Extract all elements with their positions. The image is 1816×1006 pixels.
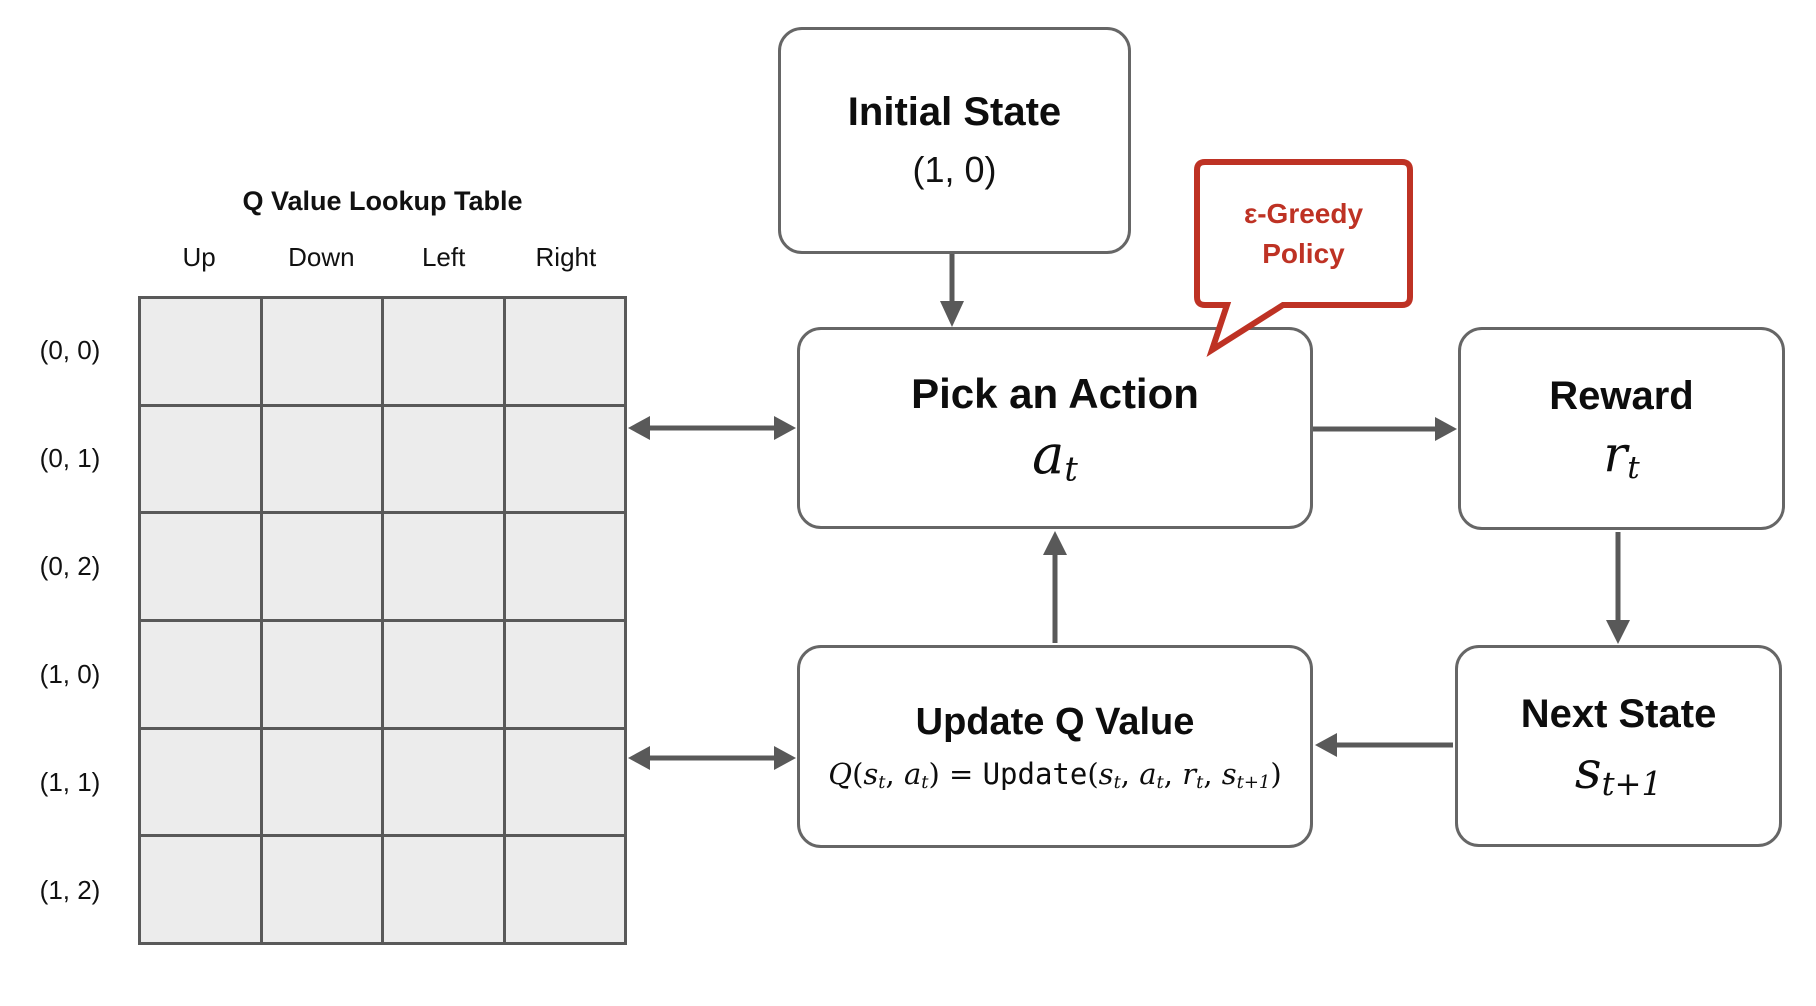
q-cell-0-0 xyxy=(141,299,260,404)
q-cell-5-1 xyxy=(262,837,381,942)
initial-state-value: (1, 0) xyxy=(912,149,997,190)
q-cell-0-1 xyxy=(262,299,381,404)
q-cell-3-2 xyxy=(384,621,503,727)
q-cell-1-2 xyxy=(384,406,503,512)
q-cell-2-3 xyxy=(505,514,624,619)
initial-state-node: Initial State (1, 0) xyxy=(778,27,1131,254)
q-cell-4-1 xyxy=(262,729,381,835)
q-cell-1-3 xyxy=(505,406,624,512)
callout-line1: ε-Greedy xyxy=(1243,197,1364,229)
q-table-grid xyxy=(138,296,627,945)
arrow-table-pick-bidirectional xyxy=(628,416,796,440)
q-table-row-label: (1, 0) xyxy=(39,659,101,690)
q-cell-3-0 xyxy=(141,621,260,727)
q-cell-2-0 xyxy=(141,514,260,619)
next-state-title: Next State xyxy=(1520,691,1717,736)
arrow-initial-to-pick xyxy=(940,254,964,327)
callout-line2: Policy xyxy=(1262,237,1345,269)
pick-action-node: Pick an Action at xyxy=(797,327,1313,529)
q-cell-4-3 xyxy=(505,729,624,835)
q-table-row-label: (1, 1) xyxy=(39,767,101,798)
arrow-next-state-to-update xyxy=(1315,733,1453,757)
q-cell-3-1 xyxy=(262,621,381,727)
reward-title: Reward xyxy=(1549,373,1694,418)
arrow-reward-to-next-state xyxy=(1606,532,1630,644)
q-cell-1-1 xyxy=(262,406,381,512)
q-cell-5-0 xyxy=(141,837,260,942)
reward-symbol: rt xyxy=(1603,424,1640,486)
initial-state-title: Initial State xyxy=(847,90,1062,134)
arrow-update-to-pick xyxy=(1043,531,1067,643)
pick-action-symbol: at xyxy=(1032,423,1078,489)
next-state-node: Next State st+1 xyxy=(1455,645,1782,847)
speech-bubble-icon xyxy=(1194,159,1413,358)
q-cell-2-1 xyxy=(262,514,381,619)
q-table-column-header: Left xyxy=(421,242,466,272)
arrow-pick-to-reward xyxy=(1313,417,1457,441)
q-cell-1-0 xyxy=(141,406,260,512)
q-cell-4-2 xyxy=(384,729,503,835)
q-cell-0-3 xyxy=(505,299,624,404)
q-table-row-label: (0, 0) xyxy=(39,334,101,365)
q-table-column-headers: Up Down Left Right xyxy=(138,242,627,278)
next-state-symbol: st+1 xyxy=(1574,740,1663,803)
arrow-table-update-bidirectional xyxy=(628,746,796,770)
q-table-column-header: Up xyxy=(182,242,216,272)
q-table-column-header: Right xyxy=(535,242,597,272)
q-cell-5-3 xyxy=(505,837,624,942)
update-q-title: Update Q Value xyxy=(915,701,1195,744)
q-table-row-label: (0, 2) xyxy=(39,550,101,581)
q-cell-3-3 xyxy=(505,621,624,727)
q-cell-2-2 xyxy=(384,514,503,619)
reward-node: Reward rt xyxy=(1458,327,1785,530)
q-table-row-labels: (0, 0) (0, 1) (0, 2) (1, 0) (1, 1) (1, 2) xyxy=(14,296,126,945)
q-table-row-label: (0, 1) xyxy=(39,442,101,473)
q-cell-0-2 xyxy=(384,299,503,404)
q-cell-4-0 xyxy=(141,729,260,835)
q-cell-5-2 xyxy=(384,837,503,942)
q-table-column-header: Down xyxy=(288,242,355,272)
update-q-node: Update Q Value Q(st, at) = Update(st, at… xyxy=(797,645,1313,848)
q-table-title: Q Value Lookup Table xyxy=(242,186,523,216)
pick-action-title: Pick an Action xyxy=(911,370,1199,418)
epsilon-greedy-callout: ε-Greedy Policy xyxy=(1190,156,1430,361)
q-table-row-label: (1, 2) xyxy=(39,875,101,906)
update-q-formula: Q(st, at) = Update(st, at, rt, st+1) xyxy=(828,757,1282,793)
